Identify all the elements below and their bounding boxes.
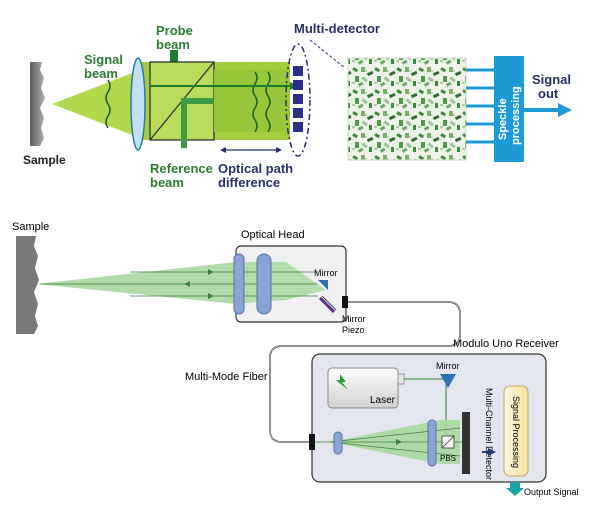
multi-mode-fiber-label: Multi-Mode Fiber [185, 371, 268, 383]
multi-detector-outline [285, 43, 311, 157]
detector-pixel-1 [293, 66, 303, 76]
piezo-label: Piezo [342, 325, 365, 335]
head-lens-2 [256, 253, 272, 315]
signal-beam-label-1: Signal [84, 52, 123, 67]
speckle-processing-block [494, 56, 524, 162]
receiver-ray-top [329, 427, 461, 443]
pbs-label: PBS [440, 454, 456, 463]
ray-arrow-2 [184, 281, 190, 287]
reference-beam-label-2: beam [150, 175, 184, 190]
bottom-sample-label: Sample [12, 221, 49, 233]
top-sample-surface [30, 62, 45, 146]
laser-bolt-icon [336, 374, 348, 390]
recombined-beam [214, 70, 290, 132]
probe-beam-label-1: Probe [156, 23, 193, 38]
detector-pixel-2 [293, 80, 303, 90]
multi-channel-detector-label: Multi-Channel Detector [484, 388, 494, 480]
multi-detector-label: Multi-detector [294, 21, 380, 36]
signal-out-label-2: out [538, 86, 559, 101]
signal-out-arrow-head [558, 103, 572, 117]
opd-arrow-right [276, 147, 282, 153]
pbs-diagonal [441, 435, 455, 449]
multi-mode-fiber-inner [269, 301, 461, 443]
piezo-mirror [318, 296, 336, 314]
ray-arrow-3 [208, 293, 214, 299]
receiver-lens-1 [333, 431, 343, 455]
laser-box [327, 367, 399, 409]
optical-path-label-1: Optical path [218, 161, 293, 176]
laser-label: Laser [370, 395, 396, 406]
detector-pixel-3 [293, 94, 303, 104]
receiver-ray-bot [329, 441, 461, 457]
output-signal-arrow [506, 482, 524, 496]
top-diagram: Sample [23, 21, 572, 190]
head-mirror-label: Mirror [314, 268, 338, 278]
output-signal-label: Output Signal [524, 487, 579, 497]
bottom-sample-surface [16, 236, 39, 334]
speckle-processing-label-1: Speckle [497, 98, 509, 140]
signal-out-label-1: Signal [532, 72, 571, 87]
wavefront-2 [252, 71, 258, 133]
head-mirror [318, 280, 328, 290]
receiver-fiber-connector [309, 434, 315, 450]
laser-aperture [397, 373, 405, 385]
sample-beam-cone [36, 262, 236, 304]
reference-beam-label-1: Reference [150, 161, 213, 176]
signal-processing-block [503, 385, 529, 477]
wavefront-1 [105, 79, 111, 129]
signal-processing-label: Signal Processing [511, 396, 521, 468]
signal-beam-cone [52, 70, 140, 138]
ray-arrow-1 [208, 269, 214, 275]
receiver-mirror-label: Mirror [436, 361, 460, 371]
speckle-processing-label-2: processing [510, 86, 522, 145]
top-lens [130, 57, 146, 151]
detector-pixel-5 [293, 122, 303, 132]
top-sample-label: Sample [23, 153, 66, 167]
multi-channel-detector [462, 412, 470, 474]
detector-pixel-4 [293, 108, 303, 118]
probe-beam-label-2: beam [156, 37, 190, 52]
receiver-lens-2 [427, 419, 437, 467]
signal-beam-label-2: beam [84, 66, 118, 81]
piezo-mirror-label: Mirror [342, 314, 366, 324]
detector-to-processing-arrow [488, 448, 496, 456]
piezo-mirror-edge [321, 295, 337, 311]
optical-path-label-2: difference [218, 175, 280, 190]
bottom-diagram: Sample Optical Head Mirror Mirror Piezo … [12, 221, 579, 497]
receiver-ray-arrow [396, 439, 402, 445]
head-lens-1 [233, 253, 245, 315]
optical-head-label: Optical Head [241, 229, 305, 241]
opd-arrow-left [220, 147, 226, 153]
reference-beam [181, 98, 187, 148]
head-fiber-connector [342, 296, 348, 308]
wavefront-3 [265, 71, 271, 133]
receiver-mirror [440, 374, 456, 388]
speckle-pattern [347, 57, 467, 161]
receiver-label: Modulo Uno Receiver [453, 338, 559, 350]
multi-detector-pointer [309, 39, 346, 69]
